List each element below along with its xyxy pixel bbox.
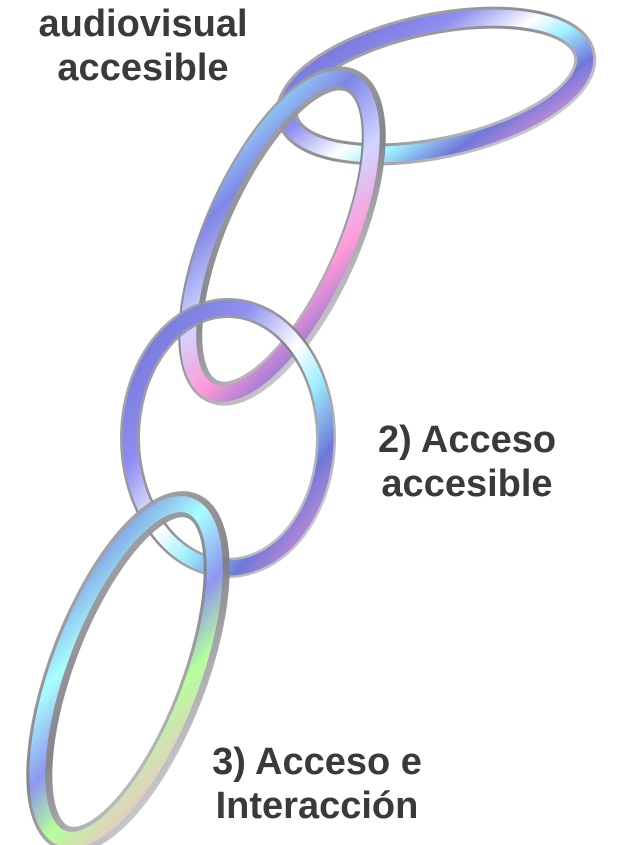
label-3-line-1: 3) Acceso e [172,740,462,784]
chain-link-middle [130,308,326,568]
label-1-line-1: audiovisual [18,2,268,46]
label-2-line-1: 2) Acceso [352,418,582,462]
label-3-line-2: Interacción [172,784,462,828]
chain-link-upper-ring [151,54,410,418]
label-audiovisual-accesible: audiovisual accesible [18,2,268,91]
label-acceso-e-interaccion: 3) Acceso e Interacción [172,740,462,829]
label-acceso-accesible: 2) Acceso accesible [352,418,582,507]
chain-link-middle-ring [130,308,326,568]
label-2-line-2: accesible [352,462,582,506]
label-1-line-2: accesible [18,46,268,90]
chain-link-upper [151,54,412,418]
